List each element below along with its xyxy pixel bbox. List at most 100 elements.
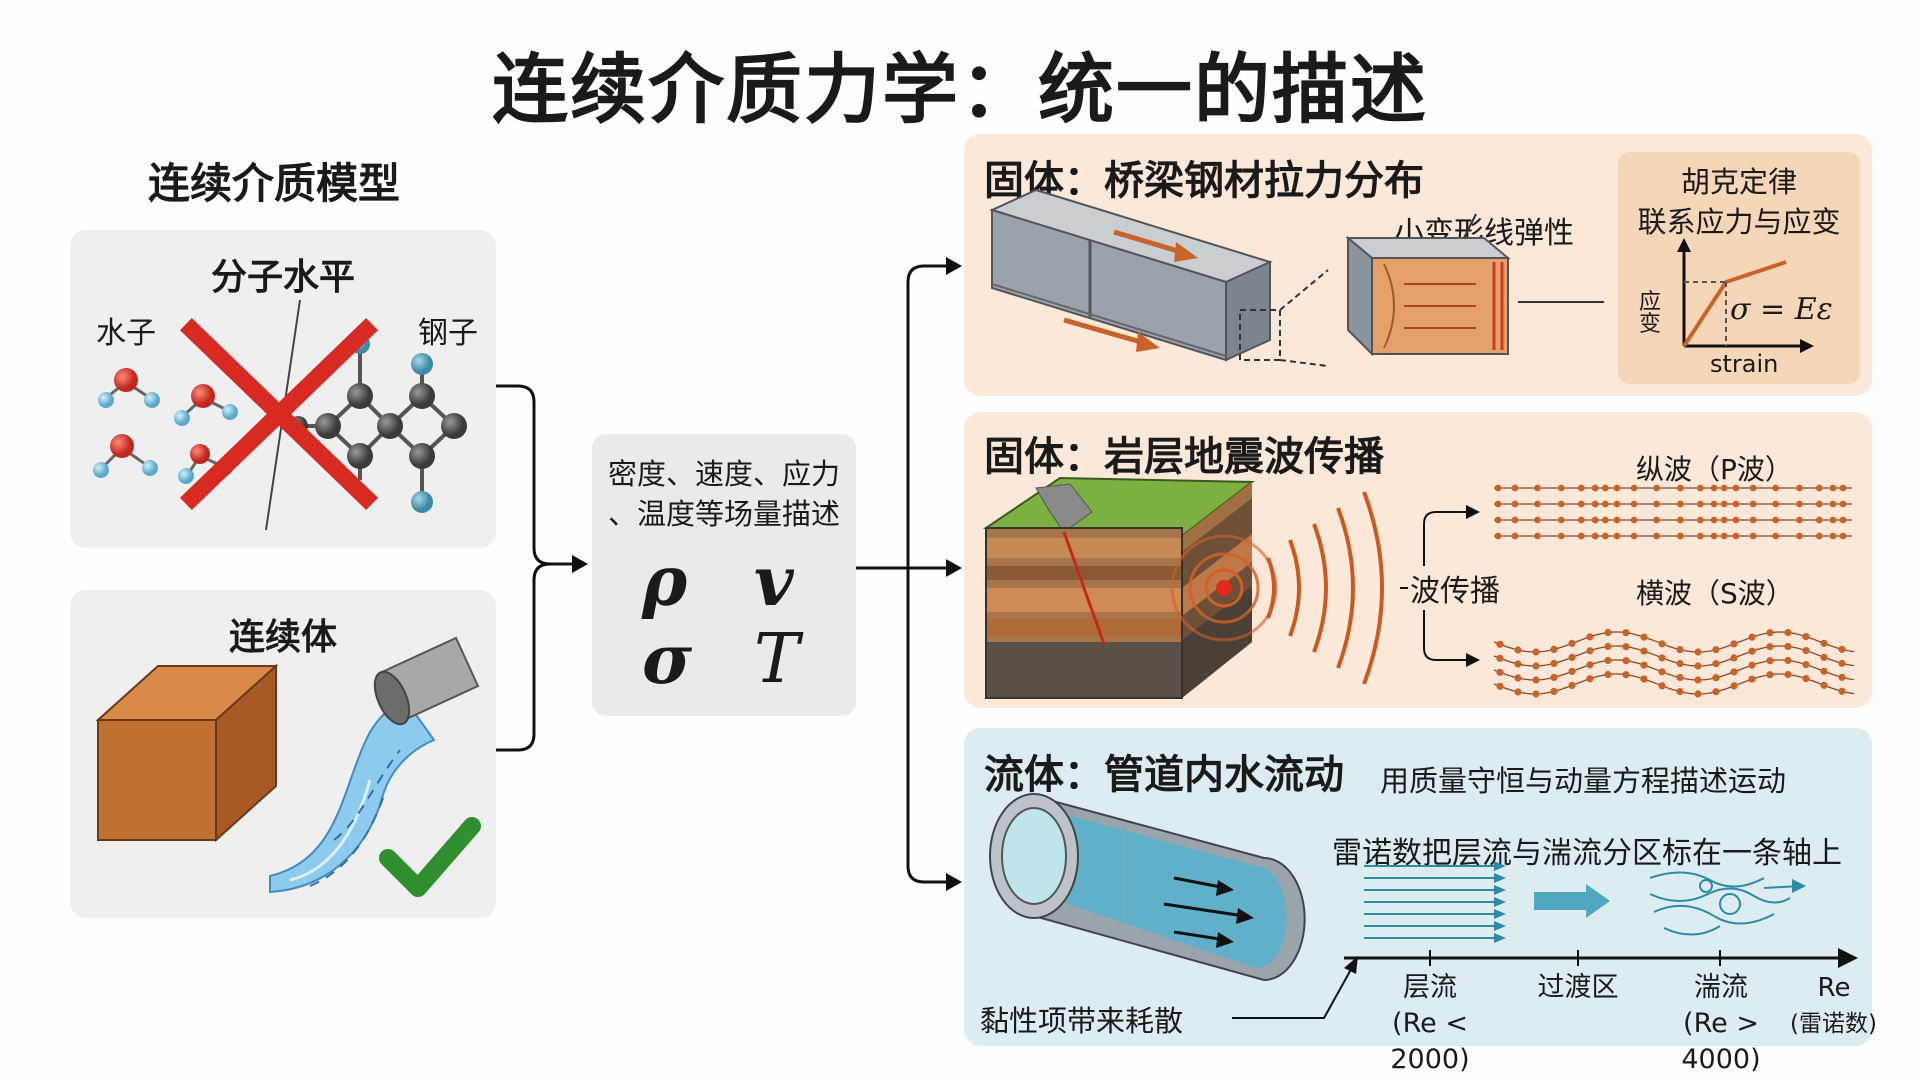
p-wave-particle <box>1630 500 1638 508</box>
s-wave-particle <box>1658 668 1666 676</box>
p-wave-particle <box>1591 484 1599 492</box>
s-wave-particle <box>1586 675 1594 683</box>
fluid-panel: 流体：管道内水流动 用质量守恒与动量方程描述运动 雷诺数把层流与湍流分区标在一条… <box>964 728 1877 1075</box>
s-wave-particle <box>1748 647 1756 655</box>
p-wave-particle <box>1653 484 1661 492</box>
p-wave-particle <box>1653 516 1661 524</box>
field-description: 密度、速度、应力 、温度等场量描述 <box>592 454 856 534</box>
p-wave-particle <box>1534 484 1541 492</box>
p-wave-particle <box>1720 532 1728 540</box>
s-wave-particle <box>1766 629 1774 637</box>
s-wave-particle <box>1802 675 1810 683</box>
steel-beam-illustration <box>989 188 1604 367</box>
p-wave-particle <box>1591 532 1599 540</box>
water-molecule-1 <box>98 368 160 408</box>
p-wave-particle <box>1677 484 1684 492</box>
p-wave-particle <box>1494 484 1502 492</box>
s-wave-particle <box>1784 628 1792 637</box>
s-wave-particle <box>1568 639 1576 647</box>
p-wave-particle <box>1677 500 1684 508</box>
p-wave-particle <box>1815 532 1823 540</box>
s-wave-particle <box>1784 670 1792 679</box>
p-wave-particle <box>1732 516 1740 524</box>
p-wave-particle <box>1839 516 1847 524</box>
p-wave-particle <box>1749 484 1757 492</box>
s-wave-particle <box>1748 675 1756 683</box>
s-wave-particle <box>1820 639 1828 647</box>
p-wave-particle <box>1630 516 1638 524</box>
right-connector-arrows <box>856 257 962 891</box>
p-wave-particle <box>1534 500 1541 508</box>
p-wave-particle <box>1557 516 1565 524</box>
reynolds-axis-name: Re <box>1817 973 1851 1003</box>
p-wave-particle <box>1772 516 1780 524</box>
s-wave-particle <box>1766 671 1774 679</box>
s-wave-particle <box>1802 633 1810 641</box>
p-wave-particle <box>1677 532 1684 540</box>
p-wave-particle <box>1829 516 1837 524</box>
s-wave-particle <box>1514 674 1522 682</box>
s-wave-particle <box>1730 640 1738 648</box>
p-wave-particle <box>1577 484 1585 492</box>
p-wave-particle <box>1653 532 1661 540</box>
p-wave-particle <box>1772 500 1780 508</box>
s-wave-particle <box>1568 667 1576 675</box>
s-wave-particle <box>1586 661 1594 669</box>
bridge-steel-panel: 固体：桥梁钢材拉力分布 小变形线弹性 胡克定律 联系应力与应变 <box>964 134 1872 396</box>
p-wave-particle <box>1696 516 1704 524</box>
p-wave-particle <box>1696 500 1704 508</box>
wave-patterns <box>1493 484 1855 698</box>
s-wave-particle <box>1640 633 1648 641</box>
s-wave-particle <box>1676 646 1684 654</box>
p-wave-particle <box>1613 516 1621 524</box>
regime-turbulent-range: (Re > 4000) <box>1681 1008 1761 1075</box>
symbol-stress: σ <box>642 620 693 700</box>
reynolds-axis-label: Re (雷诺数) <box>1790 970 1877 1042</box>
s-wave-particle <box>1604 670 1612 679</box>
s-wave-particle <box>1712 660 1720 668</box>
regime-turbulent: 湍流 (Re > 4000) <box>1646 970 1796 1078</box>
s-wave-particle <box>1730 654 1738 662</box>
p-wave-particle <box>1796 484 1803 492</box>
s-wave-particle <box>1550 645 1558 653</box>
p-wave-particle <box>1494 500 1502 508</box>
s-wave-particle <box>1748 633 1756 641</box>
p-wave-particle <box>1829 500 1837 508</box>
hookes-law-title-line1: 胡克定律 <box>1680 165 1797 199</box>
s-wave-particle <box>1550 659 1558 667</box>
p-wave-particle <box>1613 532 1621 540</box>
p-wave-particle <box>1749 500 1757 508</box>
p-wave-particle <box>1796 500 1803 508</box>
seismic-panel: 固体：岩层地震波传播 <box>964 412 1872 708</box>
s-wave-particle <box>1766 643 1774 651</box>
s-wave-particle <box>1748 661 1756 669</box>
water-molecule-2 <box>174 384 238 426</box>
p-wave-particle <box>1749 516 1757 524</box>
p-wave-particle <box>1511 500 1519 508</box>
p-wave-particle <box>1839 500 1847 508</box>
fluid-panel-title: 流体：管道内水流动 <box>984 752 1344 798</box>
s-wave-particle <box>1622 629 1630 637</box>
page-title: 连续介质力学：统一的描述 <box>492 45 1428 134</box>
s-wave-particle <box>1694 676 1702 684</box>
p-wave-particle <box>1591 516 1599 524</box>
s-wave-particle <box>1676 674 1684 682</box>
solid-block-icon <box>95 663 279 843</box>
pipe-water-icon <box>269 636 480 894</box>
s-wave-particle <box>1820 653 1828 661</box>
water-molecule-label: 水子 <box>96 316 156 351</box>
regime-laminar-name: 层流 <box>1403 972 1457 1003</box>
p-wave-particle <box>1601 532 1609 540</box>
s-wave-particle <box>1712 646 1720 654</box>
p-wave-particle <box>1577 532 1585 540</box>
s-wave-particle <box>1730 682 1738 690</box>
stress-strain-graph <box>1677 238 1814 353</box>
p-wave-particle <box>1630 484 1638 492</box>
s-wave-particle <box>1838 645 1846 653</box>
p-wave-particle <box>1577 500 1585 508</box>
check-icon <box>379 817 481 897</box>
s-wave-particle <box>1838 673 1846 681</box>
left-connector-arrows <box>496 384 588 752</box>
s-wave-particle <box>1514 646 1522 654</box>
regime-laminar: 层流 (Re < 2000) <box>1360 970 1500 1078</box>
